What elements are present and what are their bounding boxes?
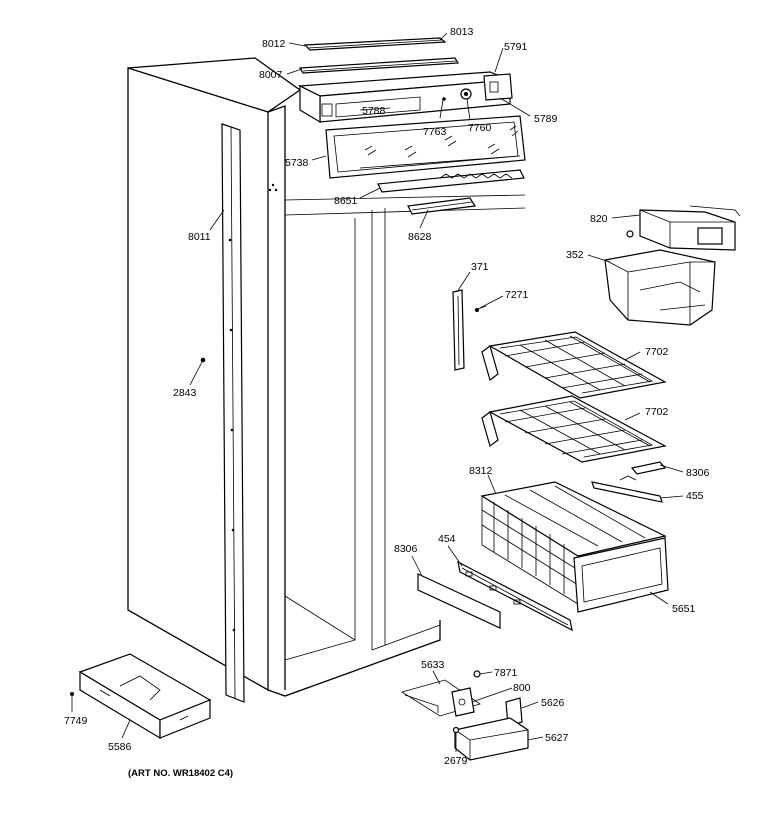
- label-5788: 5788: [362, 105, 386, 117]
- label-7702-upper: 7702: [645, 346, 669, 358]
- top-trim-parts: [298, 37, 460, 74]
- label-800: 800: [513, 682, 531, 694]
- label-7271: 7271: [505, 289, 529, 301]
- label-5738: 5738: [285, 157, 309, 169]
- control-housing: [297, 71, 513, 124]
- screw-2843: [200, 357, 206, 363]
- label-8306-right: 8306: [686, 467, 710, 479]
- art-number: (ART NO. WR18402 C4): [128, 768, 233, 779]
- label-8651: 8651: [334, 195, 358, 207]
- label-7763: 7763: [423, 126, 447, 138]
- label-371: 371: [471, 261, 489, 273]
- drawer-slide-left: [417, 560, 573, 632]
- label-8312: 8312: [469, 465, 493, 477]
- label-2843: 2843: [173, 387, 197, 399]
- label-5586: 5586: [108, 741, 132, 753]
- trim-strip-8011: [221, 123, 245, 703]
- label-7702-lower: 7702: [645, 406, 669, 418]
- label-5651: 5651: [672, 603, 696, 615]
- label-5626: 5626: [541, 697, 565, 709]
- label-5789: 5789: [534, 113, 558, 125]
- cabinet: [127, 57, 526, 697]
- label-5791: 5791: [504, 41, 528, 53]
- label-5633: 5633: [421, 659, 445, 671]
- label-8012: 8012: [262, 38, 286, 50]
- label-455: 455: [686, 490, 704, 502]
- label-8013: 8013: [450, 26, 474, 38]
- glass-panel-5738: [325, 115, 526, 179]
- label-8011: 8011: [188, 231, 211, 243]
- label-8007: 8007: [259, 69, 283, 81]
- label-7749: 7749: [64, 715, 88, 727]
- wire-shelf-upper: [481, 331, 667, 399]
- label-7871: 7871: [494, 667, 518, 679]
- drawer-slide-right: [591, 461, 667, 503]
- valve-assembly: [401, 670, 529, 761]
- shelf-bracket-371: [452, 289, 487, 371]
- label-820: 820: [590, 213, 608, 225]
- wire-shelf-lower: [481, 395, 667, 463]
- label-454: 454: [438, 533, 456, 545]
- support-rails: [377, 169, 525, 215]
- label-2679: 2679: [444, 755, 468, 767]
- label-8306-left: 8306: [394, 543, 418, 555]
- leader-lines: [71, 32, 684, 752]
- ice-bucket-assembly: [604, 205, 741, 326]
- label-5627: 5627: [545, 732, 569, 744]
- label-352: 352: [566, 249, 584, 261]
- part-labels: 8012 8013 5791 8007 5788 7763 7760 5789 …: [64, 26, 710, 779]
- label-8628: 8628: [408, 231, 432, 243]
- bottom-housing-5586: [70, 653, 212, 740]
- label-7760: 7760: [468, 122, 492, 134]
- wire-basket-drawer: [480, 481, 669, 613]
